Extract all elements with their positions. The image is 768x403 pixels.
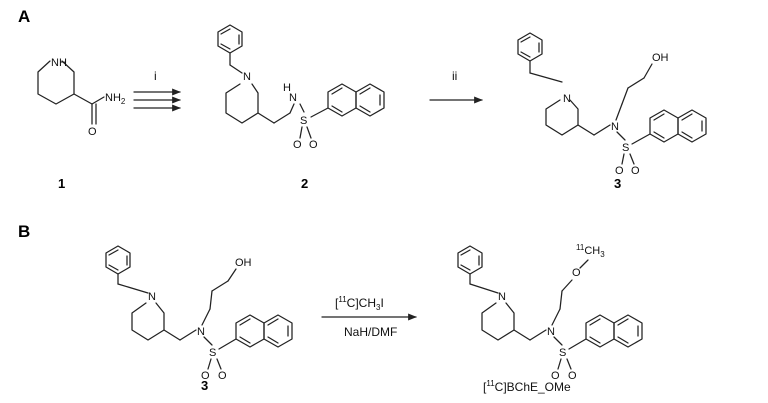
atom-oh-3b: OH [235, 257, 252, 269]
atom-nh2-1: NH2 [105, 92, 126, 106]
atom-h-2: H [283, 82, 291, 94]
atom-s-p: S [559, 347, 566, 359]
atom-o-p: O [572, 267, 581, 279]
atom-n-3b: N [611, 121, 619, 133]
compound-3b-structure: N N OH S O O [105, 245, 293, 382]
compound-2-structure: N N H S O O [217, 24, 385, 151]
reagent-step-i: i [154, 69, 157, 83]
arrow-step-i [133, 88, 181, 112]
product-structure: N N O 11CH3 S O O [457, 243, 643, 382]
compound-3-structure: N N OH S O O [517, 32, 707, 177]
atom-o-3b-a: O [201, 370, 210, 382]
atom-nh-1: NH [51, 57, 67, 69]
atom-n-3b-a: N [148, 291, 156, 303]
reagent-base-solvent: NaH/DMF [344, 325, 397, 339]
compound-label-product: [11C]BChE_OMe [483, 379, 571, 394]
atom-s-3: S [622, 142, 629, 154]
atom-s-3b: S [209, 347, 216, 359]
atom-o-3b: O [631, 165, 640, 177]
atom-n-3b-b: N [197, 326, 205, 338]
atom-nh-2: N [289, 92, 297, 104]
compound-label-1: 1 [58, 176, 65, 191]
atom-n-p-b: N [547, 326, 555, 338]
panel-label-b: B [18, 222, 30, 241]
atom-o-3a: O [615, 165, 624, 177]
compound-label-3: 3 [614, 176, 621, 191]
atom-n-p-a: N [498, 291, 506, 303]
atom-och3-p: 11CH3 [576, 243, 605, 259]
reagent-methyl-iodide: [11C]CH3I [335, 295, 384, 312]
atom-n-3a: N [563, 93, 571, 105]
atom-o-2a: O [293, 139, 302, 151]
atom-o-3b-b: O [218, 370, 227, 382]
atom-oh-3: OH [652, 52, 669, 64]
atom-n-2: N [243, 71, 251, 83]
atom-o-p-b: O [568, 370, 577, 382]
atom-o-1: O [88, 126, 97, 138]
compound-label-2: 2 [301, 176, 308, 191]
atom-o-p-a: O [551, 370, 560, 382]
compound-1-structure: NH O NH2 [37, 57, 126, 138]
atom-s-2: S [300, 115, 307, 127]
panel-label-a: A [18, 7, 30, 26]
atom-o-2b: O [309, 139, 318, 151]
compound-label-3b: 3 [201, 378, 208, 393]
reagent-step-ii: ii [452, 69, 457, 83]
